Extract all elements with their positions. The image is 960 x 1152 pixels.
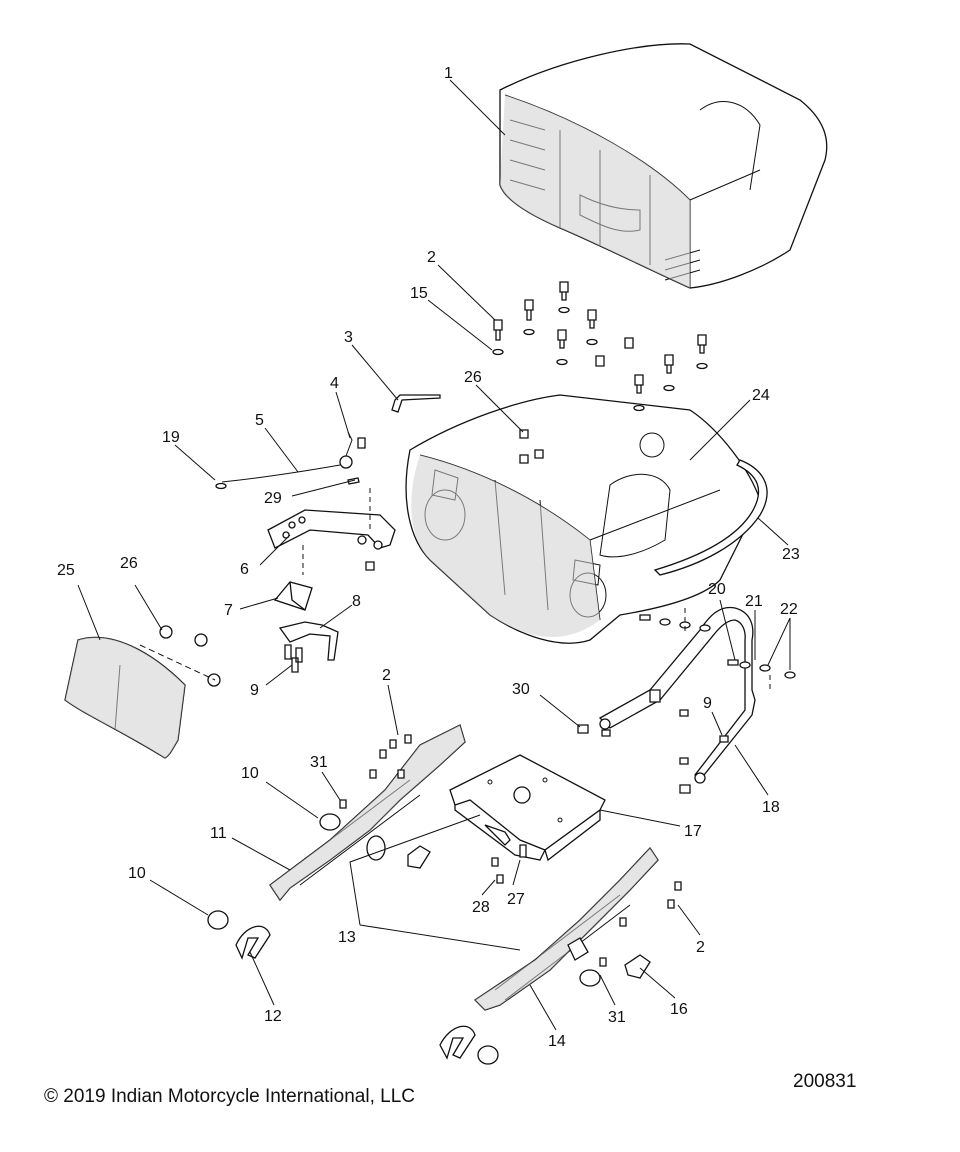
callout-30: 30	[512, 681, 530, 698]
callout-3: 3	[344, 329, 353, 346]
clip	[391, 394, 441, 413]
leader-lines	[77, 79, 791, 1031]
callout-24: 24	[752, 387, 770, 404]
callout-31: 31	[310, 754, 328, 771]
guard-rail	[577, 606, 796, 794]
callout-18: 18	[762, 799, 780, 816]
trunk-lid	[499, 43, 828, 289]
callout-8: 8	[352, 593, 361, 610]
callout-17: 17	[684, 823, 702, 840]
callout-26: 26	[464, 369, 482, 386]
callout-10: 10	[241, 765, 259, 782]
side-bracket-right	[473, 846, 682, 1011]
callout-12: 12	[264, 1008, 282, 1025]
mounting-plate	[449, 754, 606, 884]
callout-27: 27	[507, 891, 525, 908]
callout-23: 23	[782, 546, 800, 563]
bracket-6	[267, 488, 396, 575]
callout-labels: 1 2 15 3 26 4 19 5 29 24 23 6 7 8 9 25 2…	[57, 65, 800, 1050]
callout-9b: 9	[703, 695, 712, 712]
callout-4: 4	[330, 375, 339, 392]
callout-28: 28	[472, 899, 490, 916]
hinge-latch	[273, 581, 339, 673]
callout-16: 16	[670, 1001, 688, 1018]
side-bracket-left	[269, 724, 466, 902]
callout-13: 13	[338, 929, 356, 946]
callout-21: 21	[745, 593, 763, 610]
callout-25: 25	[57, 562, 75, 579]
callout-14: 14	[548, 1033, 566, 1050]
callout-31b: 31	[608, 1009, 626, 1026]
side-liner	[64, 625, 221, 759]
callout-19: 19	[162, 429, 180, 446]
callout-11: 11	[210, 825, 227, 842]
isolators	[207, 910, 499, 1065]
callout-6: 6	[240, 561, 249, 578]
callout-15: 15	[410, 285, 428, 302]
trunk-base	[405, 394, 761, 644]
callout-2c: 2	[696, 939, 705, 956]
callout-2: 2	[427, 249, 436, 266]
callout-1: 1	[444, 65, 453, 82]
diagram-number: 200831	[793, 1071, 857, 1092]
callout-22: 22	[780, 601, 798, 618]
fasteners-group	[492, 281, 708, 464]
copyright-notice: © 2019 Indian Motorcycle International, …	[44, 1086, 415, 1107]
cable-assembly	[215, 431, 366, 490]
callout-20: 20	[708, 581, 726, 598]
callout-10b: 10	[128, 865, 146, 882]
callout-9: 9	[250, 682, 259, 699]
callout-5: 5	[255, 412, 264, 429]
callout-26b: 26	[120, 555, 138, 572]
callout-29: 29	[264, 490, 282, 507]
callout-7: 7	[224, 602, 233, 619]
trim-strip	[653, 459, 768, 576]
callout-2b: 2	[382, 667, 391, 684]
